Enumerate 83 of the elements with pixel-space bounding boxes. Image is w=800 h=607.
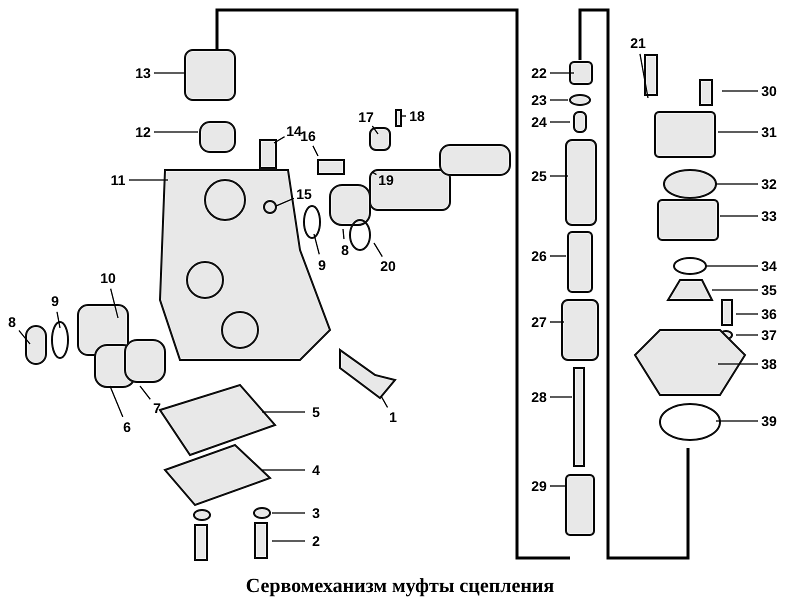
leader-line [639,54,649,98]
leader-line [139,386,151,400]
callout-number: 36 [761,306,777,322]
callout-number: 23 [531,92,547,108]
leader-line [274,136,285,144]
leader-line [722,90,758,92]
callout-number: 35 [761,282,777,298]
leader-line [312,146,319,156]
leader-line [550,99,568,101]
callout-number: 28 [531,389,547,405]
callout-number: 9 [318,257,326,273]
callout-number: 4 [312,462,320,478]
callout-number: 39 [761,413,777,429]
leader-line [718,363,758,365]
callout-number: 27 [531,314,547,330]
leader-line [720,215,758,217]
leader-line [129,179,168,181]
callout-number: 13 [135,65,151,81]
callout-number: 25 [531,168,547,184]
leader-line [342,228,345,240]
callout-number: 37 [761,327,777,343]
leader-line [550,485,566,487]
callout-number: 18 [409,108,425,124]
leader-line [18,330,30,344]
callout-number: 16 [300,128,316,144]
callout-number: 17 [358,109,374,125]
leader-line [716,420,758,422]
leader-line [712,289,758,291]
leader-line [736,313,758,315]
leader-line [372,171,377,176]
callout-number: 26 [531,248,547,264]
leader-line [550,175,568,177]
leader-line [109,386,124,418]
callout-number: 34 [761,258,777,274]
leader-line [550,121,570,123]
leader-line [262,411,305,413]
callout-number: 20 [380,258,396,274]
leader-line [276,198,294,207]
leader-line [706,265,758,267]
leader-line [716,183,758,185]
leader-line [154,131,198,133]
callout-number: 8 [341,242,349,258]
callout-number: 19 [378,172,394,188]
leader-line [272,540,305,542]
callout-number: 21 [630,35,646,51]
caption: Сервомеханизм муфты сцепления [244,575,556,598]
callout-number: 8 [8,314,16,330]
leader-line [313,234,320,255]
leader-line [262,469,305,471]
callout-number: 11 [110,172,126,188]
callout-number: 7 [153,400,161,416]
callout-number: 15 [296,186,312,202]
leader-line [401,115,406,117]
leader-line [373,242,383,257]
callout-number: 12 [135,124,151,140]
callout-number: 3 [312,505,320,521]
callout-number: 22 [531,65,547,81]
leader-line [272,512,305,514]
callout-number: 2 [312,533,320,549]
leader-line [736,334,758,336]
callout-number: 1 [389,409,397,425]
callout-number: 38 [761,356,777,372]
callout-number: 31 [761,124,777,140]
callout-number: 14 [286,123,302,139]
callout-number: 9 [51,293,59,309]
callout-number: 30 [761,83,777,99]
leader-line [380,396,388,408]
leader-line [56,312,61,328]
leader-line [718,131,758,133]
callout-number: 32 [761,176,777,192]
leader-line [372,126,379,134]
callout-number: 29 [531,478,547,494]
leader-line [550,396,572,398]
callout-number: 10 [100,270,116,286]
leader-line [550,72,574,74]
callout-number: 33 [761,208,777,224]
callout-number: 6 [123,419,131,435]
leader-line [550,321,564,323]
leader-line [154,72,185,74]
leader-line [110,288,119,318]
leader-line [550,255,566,257]
callout-number: 24 [531,114,547,130]
callout-number: 5 [312,404,320,420]
